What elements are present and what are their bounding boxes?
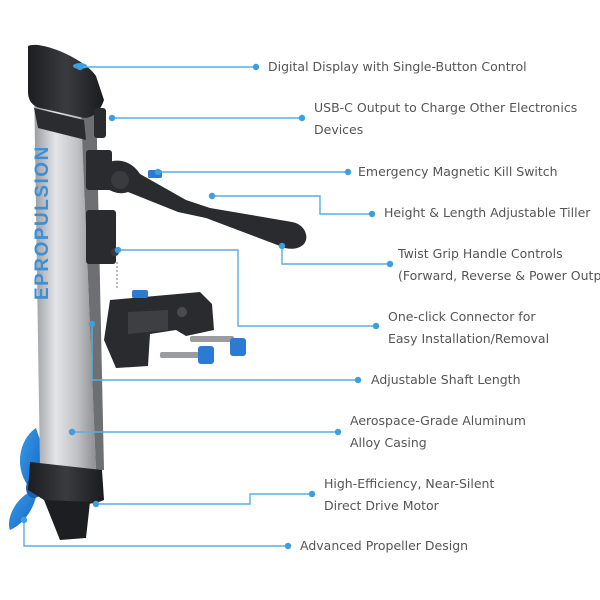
callout-dot	[92, 500, 100, 508]
callout-line-connector	[118, 249, 376, 327]
label-motor: High-Efficiency, Near-Silent Direct Driv…	[324, 473, 494, 517]
label-line: Easy Installation/Removal	[388, 331, 550, 346]
motor-skeg	[44, 500, 90, 540]
callout-line-shaft-length	[91, 324, 358, 381]
callout-dot	[386, 260, 394, 268]
callout-dot	[76, 63, 84, 71]
label-line: Twist Grip Handle Controls	[398, 246, 563, 261]
callout-dot	[344, 168, 352, 176]
tiller-arm	[98, 160, 307, 249]
callout-dot	[208, 192, 216, 200]
label-twist-grip: Twist Grip Handle Controls (Forward, Rev…	[398, 243, 600, 287]
callout-dot	[108, 114, 116, 122]
label-line: USB-C Output to Charge Other Electronics	[314, 100, 578, 115]
head-collar	[34, 108, 86, 140]
label-tiller: Height & Length Adjustable Tiller	[384, 202, 590, 224]
label-usbc-output: USB-C Output to Charge Other Electronics…	[314, 97, 577, 141]
motor-pod	[28, 462, 104, 505]
label-line: Devices	[314, 122, 364, 137]
label-line: Digital Display with Single-Button Contr…	[268, 59, 527, 74]
callout-dot	[252, 63, 260, 71]
aluminum-shaft	[34, 80, 96, 470]
callout-dot	[278, 242, 286, 250]
label-line: Direct Drive Motor	[324, 498, 439, 513]
label-line: Advanced Propeller Design	[300, 538, 469, 553]
label-digital-display: Digital Display with Single-Button Contr…	[268, 56, 527, 78]
callout-lines	[20, 63, 394, 550]
callout-line-tiller	[212, 195, 372, 215]
control-block	[86, 210, 116, 264]
display-head	[28, 44, 104, 118]
brand-logo: EPROPULSION	[32, 145, 53, 300]
label-line: Emergency Magnetic Kill Switch	[358, 164, 558, 179]
callout-dot	[368, 210, 376, 218]
callout-dot	[88, 320, 96, 328]
callout-dot	[372, 322, 380, 330]
label-line: Aerospace-Grade Aluminum	[350, 413, 526, 428]
callout-line-twist-grip	[281, 246, 390, 265]
label-casing: Aerospace-Grade Aluminum Alloy Casing	[350, 410, 526, 454]
callout-dot	[298, 114, 306, 122]
label-line: Height & Length Adjustable Tiller	[384, 205, 591, 220]
callout-line-propeller	[23, 520, 288, 547]
clamp-connector-icon	[104, 290, 246, 368]
label-propeller: Advanced Propeller Design	[300, 535, 468, 557]
label-shaft-length: Adjustable Shaft Length	[371, 369, 521, 391]
callout-dot	[68, 428, 76, 436]
label-kill-switch: Emergency Magnetic Kill Switch	[358, 161, 558, 183]
label-line: High-Efficiency, Near-Silent	[324, 476, 495, 491]
label-line: Alloy Casing	[350, 435, 427, 450]
label-line: (Forward, Reverse & Power Output)	[398, 268, 600, 283]
callout-line-motor	[96, 493, 312, 505]
callout-dot	[284, 542, 292, 550]
callout-dot	[334, 428, 342, 436]
label-connector: One-click Connector for Easy Installatio…	[388, 306, 549, 350]
usbc-port	[94, 108, 106, 138]
callout-dot	[20, 516, 28, 524]
outboard-motor: EPROPULSION	[8, 44, 307, 540]
callout-dot	[354, 376, 362, 384]
callout-dot	[308, 490, 316, 498]
callout-dot	[154, 168, 162, 176]
label-line: One-click Connector for	[388, 309, 536, 324]
label-line: Adjustable Shaft Length	[371, 372, 521, 387]
callout-dot	[114, 246, 122, 254]
